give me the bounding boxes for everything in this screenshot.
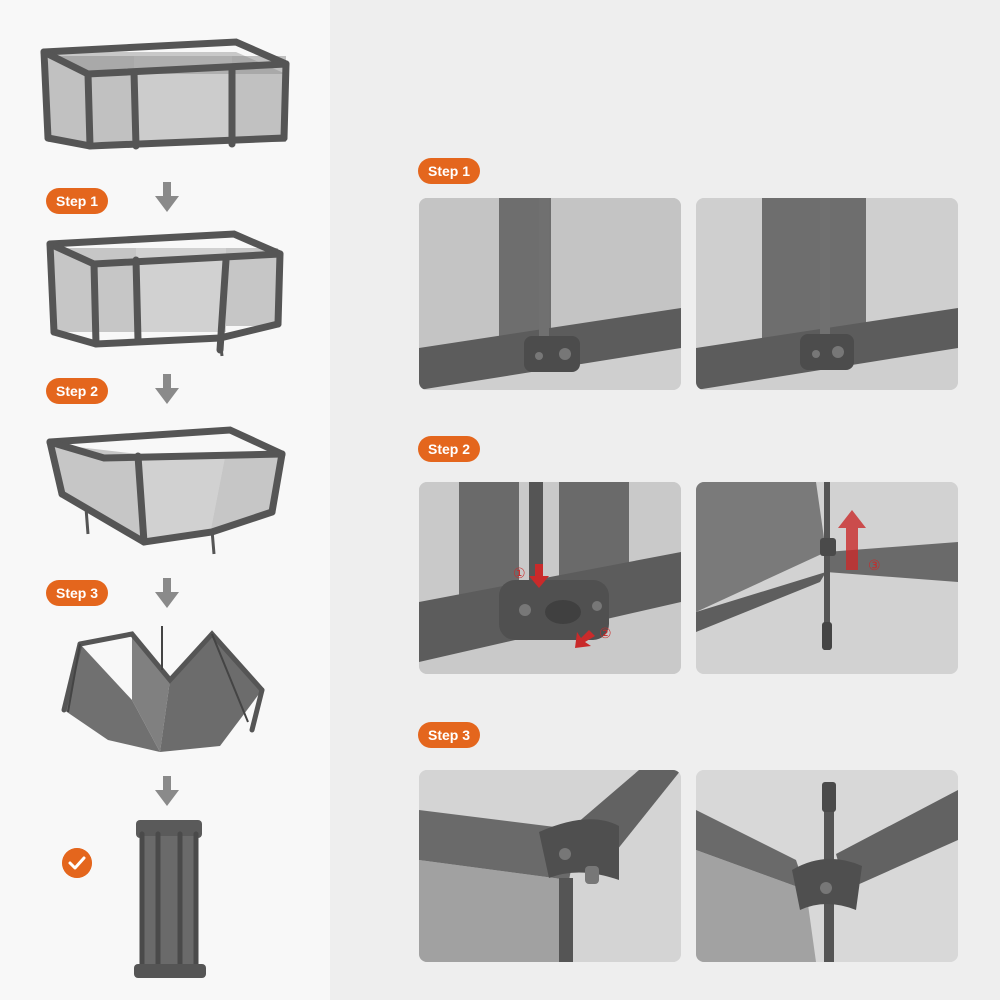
right-step2-badge: Step 2 xyxy=(418,436,481,462)
red-arrow-icon xyxy=(575,630,595,648)
right-step3-badge: Step 3 xyxy=(418,722,481,748)
callout-marker-3: ③ xyxy=(868,558,881,574)
checkmark-icon xyxy=(62,848,92,878)
left-panel: Step 1 Step 2 xyxy=(0,0,330,1000)
playpen-assembled-illustration xyxy=(40,38,290,150)
down-arrow-icon xyxy=(155,182,179,212)
step3-photo-fold-corner xyxy=(419,770,681,962)
step1-photo-release xyxy=(696,198,958,390)
red-arrow-icon xyxy=(529,564,549,588)
step3-photo-fold-pole xyxy=(696,770,958,962)
down-arrow-icon xyxy=(155,776,179,806)
left-step3-badge: Step 3 xyxy=(46,580,109,606)
step2-photo-pull-up: ③ xyxy=(696,482,958,674)
callout-marker-2: ② xyxy=(599,626,612,642)
step2-photo-press-buttons: ① ② xyxy=(419,482,681,674)
down-arrow-icon xyxy=(155,578,179,608)
down-arrow-icon xyxy=(155,374,179,404)
playpen-step3-illustration xyxy=(61,626,265,752)
red-arrow-icon xyxy=(838,510,866,570)
playpen-step2-illustration xyxy=(46,426,286,555)
callout-marker-1: ① xyxy=(513,566,526,582)
right-step1-badge: Step 1 xyxy=(418,158,481,184)
left-step2-badge: Step 2 xyxy=(46,378,109,404)
step1-photo-unlock xyxy=(419,198,681,390)
playpen-folded-illustration xyxy=(134,820,206,978)
right-panel: Step 1 Step 2 xyxy=(330,0,1000,1000)
playpen-step1-illustration xyxy=(46,230,284,357)
left-step1-badge: Step 1 xyxy=(46,188,109,214)
